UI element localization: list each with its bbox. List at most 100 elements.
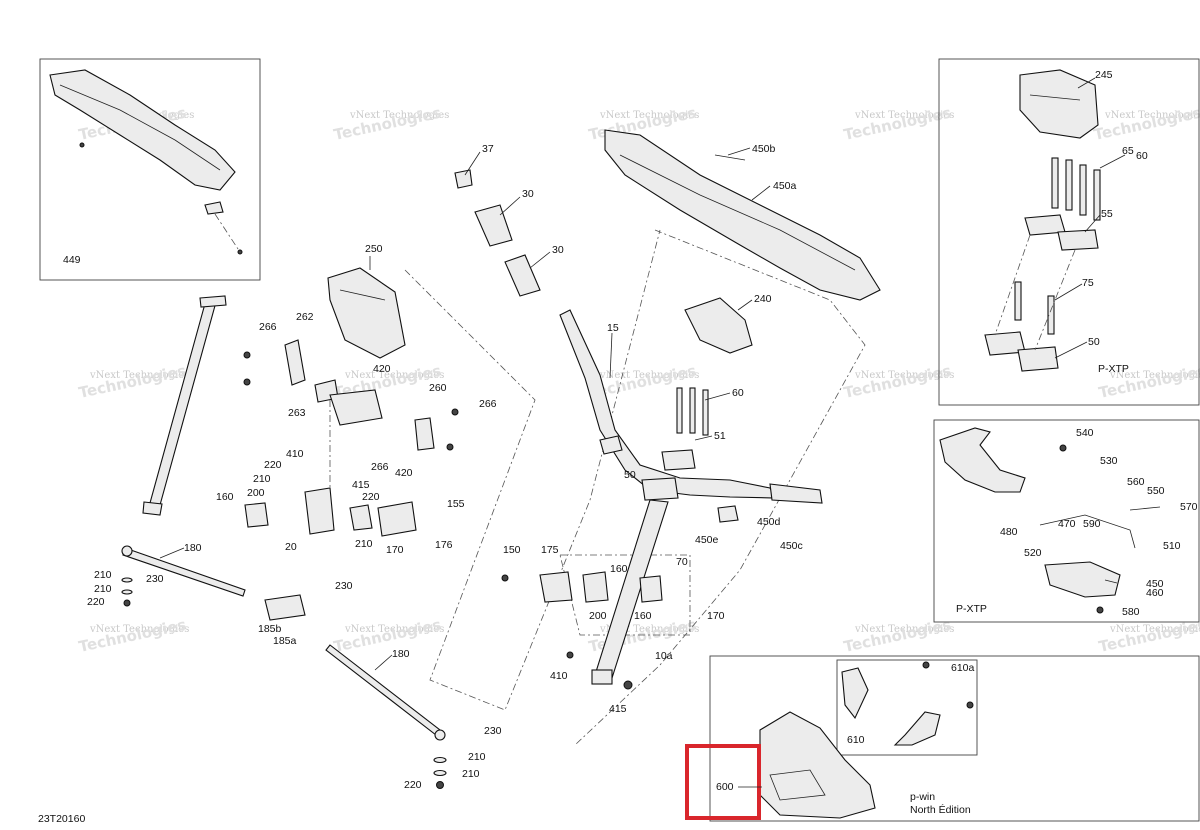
callout: 155 (447, 498, 465, 510)
handlebar-assembly (454, 169, 823, 685)
callout: 60 (732, 387, 744, 399)
mount-plate (329, 389, 383, 426)
callout: 245 (1095, 69, 1113, 81)
callout: 160 (634, 610, 652, 622)
bar-clamp (641, 477, 679, 501)
bracket-175 (539, 571, 573, 603)
pad-edge (619, 154, 856, 271)
bracket-part (841, 667, 869, 720)
watermark: vNext Technologies (89, 624, 189, 635)
windshield-shape (759, 711, 876, 819)
callout: 220 (264, 459, 282, 471)
callout: 20 (285, 541, 297, 553)
callout: 30 (522, 188, 534, 200)
callout: 550 (1147, 485, 1165, 497)
riser-block (1017, 346, 1059, 372)
assembly-line (994, 234, 1031, 336)
leader (1084, 214, 1101, 233)
inset-note: p-win (910, 791, 935, 803)
bolt-long (1065, 159, 1073, 211)
bolt-long (1093, 169, 1101, 221)
callout: 240 (754, 293, 772, 305)
callout: 210 (94, 569, 112, 581)
callout-labels: 37 30 30 450b 450a 240 15 60 51 50 450d … (38, 69, 1198, 825)
grip-right (769, 483, 823, 504)
power-steering-assembly (142, 267, 459, 537)
leader (159, 547, 185, 559)
leader (499, 196, 521, 216)
nut-part (123, 599, 131, 607)
callout: 250 (365, 243, 383, 255)
watermark: vNext Technologies (1109, 370, 1200, 381)
windshield-window (769, 769, 826, 801)
ball-joint (434, 729, 446, 741)
shaft-flange (199, 295, 227, 308)
pitman-arm (264, 594, 306, 621)
leader (751, 185, 771, 201)
envelope-line (404, 229, 661, 711)
bolt-long (1079, 164, 1087, 216)
watermark: vNext Technologies (344, 624, 444, 635)
callout: 570 (1180, 501, 1198, 513)
handguard-left (939, 427, 1026, 493)
callout: 415 (352, 479, 370, 491)
callout: 560 (1127, 476, 1145, 488)
callout: 37 (482, 143, 494, 155)
callout: 266 (479, 398, 497, 410)
bolt-long (1051, 157, 1059, 209)
inset-label: P-XTP (956, 603, 987, 615)
watermark: vNext Technologies (854, 370, 954, 381)
screw-part (79, 142, 85, 148)
inset-label: 449 (63, 254, 81, 266)
callout: 410 (286, 448, 304, 460)
callout: 210 (462, 768, 480, 780)
callout: 262 (296, 311, 314, 323)
riser-cover-edge (1029, 94, 1081, 101)
handguard-right (1044, 561, 1121, 598)
bushing-160a (244, 502, 269, 528)
callout: 210 (253, 473, 271, 485)
bolt-part (243, 351, 251, 359)
nut-part (436, 781, 444, 789)
callout: 590 (1083, 518, 1101, 530)
watermark: vNext Technologies (854, 624, 954, 635)
bracket-176 (377, 501, 417, 537)
callout: 220 (87, 596, 105, 608)
inset-riser-pxtp: P-XTP (938, 58, 1200, 406)
cover-240 (684, 297, 753, 354)
inset-frame (938, 58, 1200, 406)
bolt-long (676, 387, 683, 434)
bolt-part (446, 443, 454, 451)
clip-part (717, 505, 739, 523)
diagram-code: 23T20160 (38, 813, 85, 825)
bracket-262 (284, 339, 306, 386)
leader (609, 332, 613, 379)
callout: 210 (94, 583, 112, 595)
callout: 420 (395, 467, 413, 479)
handlebar-pad (604, 129, 881, 354)
envelope-line (574, 229, 866, 746)
callout: 150 (503, 544, 521, 556)
bar-end (454, 169, 473, 189)
column-base (591, 669, 613, 685)
leader (727, 147, 751, 156)
callout: 50 (1088, 336, 1100, 348)
callout: 450c (780, 540, 803, 552)
column-bearing (304, 487, 335, 535)
inset-label: P-XTP (1098, 363, 1129, 375)
riser-cover (1019, 69, 1099, 139)
callout: 415 (609, 703, 627, 715)
callout: 170 (707, 610, 725, 622)
highlight-box[interactable] (685, 744, 761, 820)
handguard-edge (59, 84, 221, 171)
callout: 610a (951, 662, 975, 674)
bracket-arm (1039, 514, 1136, 549)
leader (1077, 77, 1096, 89)
bolt-part (1059, 444, 1067, 452)
callout: 200 (589, 610, 607, 622)
watermark: vNext Technologies (1109, 624, 1200, 635)
callout: 175 (541, 544, 559, 556)
inset-frame (709, 655, 1200, 822)
watermark: Technologies (332, 616, 443, 656)
bolt-part (501, 574, 509, 582)
